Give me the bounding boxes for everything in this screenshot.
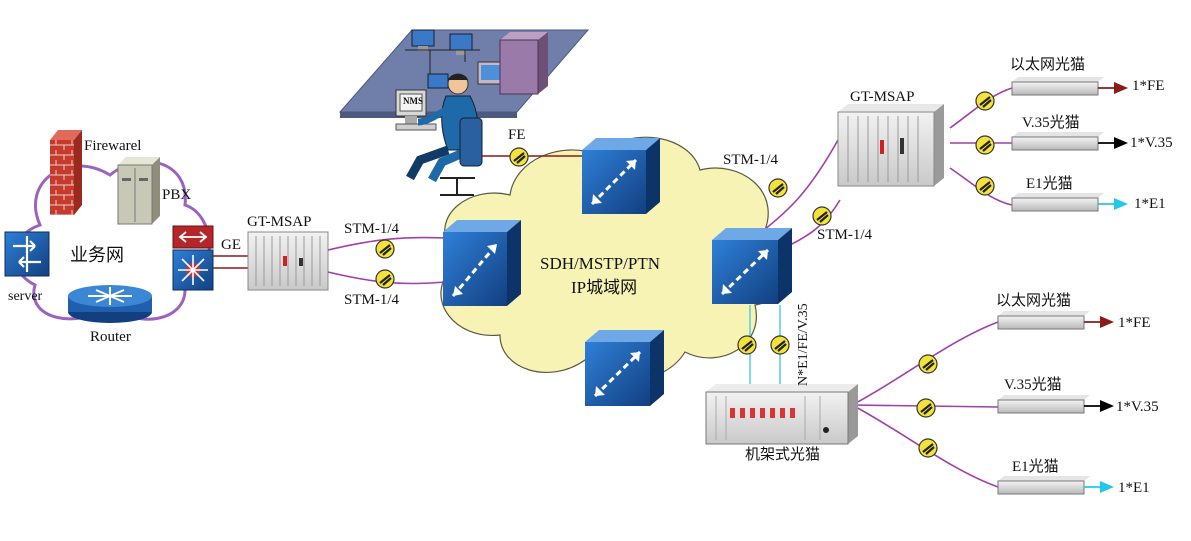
server-switch-icon[interactable]: [4, 231, 50, 277]
stm-left-bottom-label: STM-1/4: [344, 292, 400, 308]
fiber-connector-icon: [375, 269, 395, 289]
modem-bottom-1-port: 1*FE: [1118, 315, 1151, 331]
output-arrow-icon: [1084, 316, 1114, 328]
modem-bottom-2-port: 1*V.35: [1116, 399, 1159, 415]
modem-top-1-name: 以太网光猫: [1010, 57, 1086, 73]
modem-bottom-3-device[interactable]: [997, 476, 1090, 495]
output-arrows: [1084, 82, 1128, 493]
fiber-connector-icon: [768, 178, 788, 198]
modem-top-3-port: 1*E1: [1134, 196, 1166, 212]
output-arrow-icon: [1098, 198, 1128, 210]
nms-screen-label: NMS: [403, 96, 423, 106]
msap-right-device[interactable]: [837, 104, 944, 187]
modem-top-2-name: V.35光猫: [1022, 115, 1080, 131]
output-arrow-icon: [1084, 400, 1114, 412]
fiber-connector-icon: [737, 335, 757, 355]
modem-top-3-device[interactable]: [1011, 193, 1104, 212]
router-label: Router: [90, 329, 131, 345]
modem-bottom-1-device[interactable]: [997, 311, 1090, 330]
workstation-computers: [405, 29, 548, 95]
sdh-node-right[interactable]: [712, 228, 792, 304]
firewall-icon[interactable]: [50, 130, 82, 215]
msap-left-label: GT-MSAP: [247, 214, 312, 230]
msap-left-device[interactable]: [247, 231, 329, 291]
cloud-label-line2: IP城域网: [571, 278, 638, 297]
fiber-connectors: [375, 91, 995, 458]
stm-right-bottom-label: STM-1/4: [817, 227, 873, 243]
core-switch-icon[interactable]: [172, 225, 214, 291]
fiber-connector-icon: [975, 91, 995, 111]
server-label: server: [8, 289, 43, 304]
sdh-node-bottom[interactable]: [585, 330, 664, 406]
ge-label: GE: [221, 237, 241, 253]
fiber-connector-icon: [918, 354, 938, 374]
sdh-node-left[interactable]: [443, 220, 521, 306]
modem-top-1-port: 1*FE: [1132, 78, 1165, 94]
fiber-stm-right-bottom: [789, 199, 841, 246]
fiber-connector-icon: [918, 438, 938, 458]
cloud-label-line1: SDH/MSTP/PTN: [540, 254, 660, 273]
stm-right-top-label: STM-1/4: [723, 152, 779, 168]
firewall-label: Firewarel: [84, 138, 142, 154]
pbx-icon[interactable]: [117, 157, 160, 225]
modem-bottom-2-device[interactable]: [997, 395, 1090, 414]
stm-left-top-label: STM-1/4: [344, 221, 400, 237]
output-arrow-icon: [1098, 82, 1128, 94]
fiber-connector-icon: [916, 398, 936, 418]
fiber-connector-icon: [770, 335, 790, 355]
router-icon[interactable]: [68, 285, 152, 323]
modem-bottom-1-name: 以太网光猫: [996, 293, 1072, 309]
modem-top-3-name: E1光猫: [1026, 176, 1073, 192]
modem-bottom-2-name: V.35光猫: [1004, 377, 1062, 393]
nms-operator: [395, 73, 483, 196]
modem-top-2-port: 1*V.35: [1130, 135, 1173, 151]
fiber-connector-icon: [975, 135, 995, 155]
rack-label: 机架式光猫: [745, 447, 821, 463]
fiber-connector-icon: [812, 206, 832, 226]
modem-top-1-device[interactable]: [1011, 77, 1104, 96]
pbx-label: PBX: [162, 187, 192, 203]
modem-bottom-3-port: 1*E1: [1118, 480, 1150, 496]
vertical-link-label: N*E1/FE/V.35: [796, 303, 811, 386]
rack-modem-device[interactable]: [705, 384, 858, 445]
fiber-connector-icon: [375, 239, 395, 259]
sdh-node-top[interactable]: [582, 138, 660, 214]
output-arrow-icon: [1084, 481, 1114, 493]
modem-bottom-3-name: E1光猫: [1012, 459, 1059, 475]
modem-top-2-device[interactable]: [1011, 132, 1104, 151]
fiber-connector-icon: [509, 147, 529, 167]
business-network-label: 业务网: [70, 245, 124, 266]
fiber-connector-icon: [975, 176, 995, 196]
fe-label: FE: [508, 127, 526, 143]
output-arrow-icon: [1098, 137, 1128, 149]
fiber-stm-right-top: [759, 139, 839, 234]
msap-right-label: GT-MSAP: [850, 89, 915, 105]
